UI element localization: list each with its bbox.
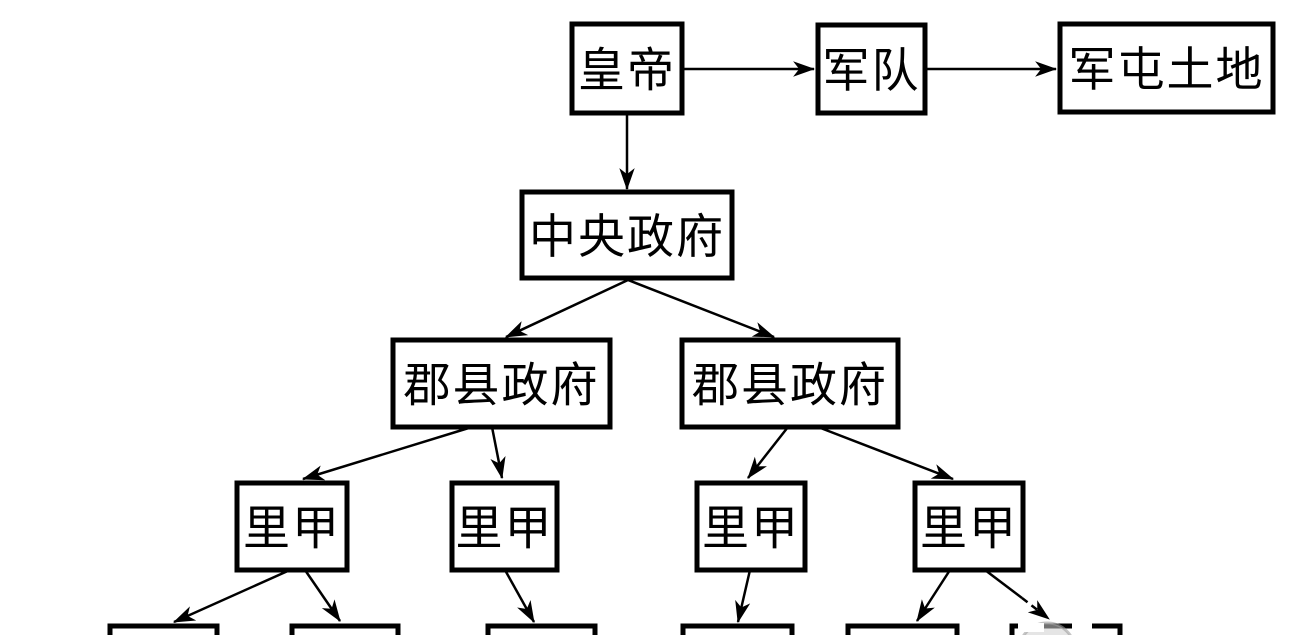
arrow-lijia-1-to-bottom-1 [172, 568, 291, 624]
box-bottom-1 [107, 623, 220, 635]
box-military-farmland-rect [1057, 21, 1276, 115]
arrow-lijia-2-to-bottom-3 [503, 569, 536, 623]
box-county-government-left: 郡县政府 [390, 337, 613, 430]
box-lijia-2: 里甲 [449, 480, 560, 573]
box-army-label: 军队 [823, 46, 921, 98]
box-lijia-2-label: 里甲 [456, 504, 554, 556]
box-county-government-right: 郡县政府 [679, 337, 901, 430]
box-military-farmland-label: 军屯土地 [1069, 45, 1265, 97]
arrow-lijia-1-to-bottom-2 [303, 569, 342, 622]
arrow-lijia-4-to-bottom-5 [915, 569, 952, 622]
box-bottom-4 [680, 623, 795, 635]
box-county-government-right-label: 郡县政府 [692, 361, 888, 413]
box-bottom-5 [845, 623, 960, 635]
box-lijia-1: 里甲 [234, 480, 350, 573]
watermark-white-patch-2 [1072, 623, 1092, 632]
box-central-government-rect [519, 189, 735, 281]
box-central-government: 中央政府 [519, 189, 735, 281]
box-bottom-5-rect [845, 623, 960, 635]
box-lijia-3-rect [694, 480, 808, 573]
box-bottom-3 [485, 623, 598, 635]
arrow-county-left-to-lijia-2 [490, 426, 506, 480]
box-emperor-label: 皇帝 [578, 46, 676, 98]
box-military-farmland: 军屯土地 [1057, 21, 1276, 115]
arrow-lijia-4-to-bottom-6-solid-part [984, 569, 1023, 599]
box-lijia-4: 里甲 [912, 480, 1026, 573]
arrow-county-right-to-lijia-4 [817, 425, 955, 481]
box-emperor: 皇帝 [569, 21, 685, 116]
arrow-central-to-county-right [627, 278, 776, 339]
box-bottom-4-rect [680, 623, 795, 635]
box-central-government-label: 中央政府 [529, 212, 725, 264]
arrow-county-right-to-lijia-3 [747, 426, 789, 479]
box-army-rect [815, 22, 928, 116]
arrow-central-to-county-left [505, 278, 629, 339]
box-lijia-1-rect [234, 480, 350, 573]
box-county-government-right-rect [679, 337, 901, 430]
box-bottom-2-rect [289, 623, 401, 635]
box-lijia-3-label: 里甲 [702, 504, 800, 556]
box-lijia-4-label: 里甲 [920, 504, 1018, 556]
box-bottom-1-rect [107, 623, 220, 635]
box-lijia-1-label: 里甲 [243, 504, 341, 556]
arrow-lijia-4-to-bottom-6-dashed-part [1021, 597, 1050, 620]
box-lijia-4-rect [912, 480, 1026, 573]
box-lijia-3: 里甲 [694, 480, 808, 573]
arrow-lijia-3-to-bottom-4 [735, 569, 752, 624]
box-lijia-2-rect [449, 480, 560, 573]
box-county-government-left-label: 郡县政府 [404, 361, 600, 413]
arrow-county-left-to-lijia-1 [301, 425, 473, 481]
box-bottom-3-rect [485, 623, 598, 635]
watermark-white-patch-1 [1018, 623, 1044, 632]
box-bottom-2 [289, 623, 401, 635]
box-army: 军队 [815, 22, 928, 116]
box-county-government-left-rect [390, 337, 613, 430]
